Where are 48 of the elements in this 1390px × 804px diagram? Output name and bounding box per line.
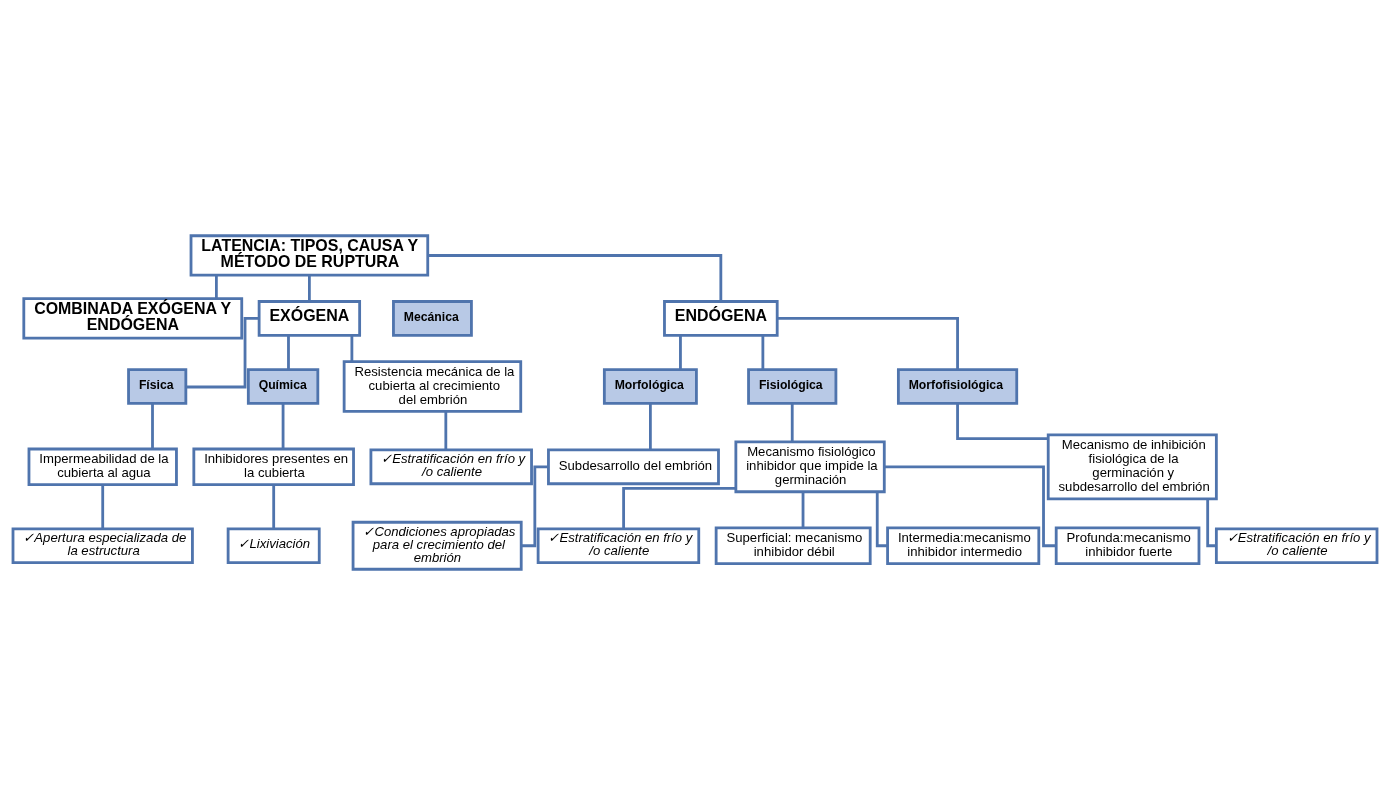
connector [427, 253, 723, 301]
node-box: Mecánica [392, 299, 473, 337]
node-box: LATENCIA: TIPOS, CAUSA Y MÉTODO DE RUPTURA [189, 233, 430, 277]
connector [444, 411, 448, 450]
connector [801, 491, 805, 528]
node-box: Física [127, 367, 188, 405]
node-box: Resistencia mecánica de la cubierta al crecimiento del embrión [342, 359, 523, 413]
connector [350, 335, 354, 362]
node-box: Intermedia:mecanismo inhibidor intermedio [886, 526, 1041, 565]
node-box: ✓Apertura especializada de la estructura [11, 526, 194, 564]
node-box: Química [246, 367, 320, 405]
connector [272, 484, 276, 529]
node-box: ENDÓGENA [663, 299, 779, 337]
connector [101, 484, 105, 529]
node-box: COMBINADA EXÓGENA Y ENDÓGENA [22, 296, 244, 340]
node-box: Subdesarrollo del embrión [547, 448, 720, 485]
connector [679, 335, 682, 370]
node-box: Mecanismo fisiológico inhibidor que impide la germinación [734, 440, 886, 493]
node-box: Morfofisiológica [896, 367, 1019, 405]
node-box: Inhibidores presentes en la cubierta [192, 447, 355, 486]
node-box: ✓Estratificación en frío y /o caliente [536, 526, 701, 564]
connector [761, 335, 765, 370]
connector [185, 316, 259, 388]
node-box: Impermeabilidad de la cubierta al agua [27, 447, 178, 486]
connector [287, 335, 290, 370]
node-box: ✓Estratificación en frío y /o caliente [369, 448, 533, 485]
node-box: ✓Condiciones apropiadas para el crecimiento del embrión [351, 520, 523, 571]
node-box: EXÓGENA [257, 299, 362, 337]
connector [214, 274, 218, 298]
node-box: Superficial: mecanismo inhibidor débil [714, 526, 872, 565]
connector [884, 464, 1056, 547]
node-box: Morfológica [602, 367, 698, 405]
connector [875, 491, 888, 547]
node-box: ✓Lixiviación [226, 526, 321, 564]
connector [956, 403, 1048, 440]
connector [307, 274, 311, 301]
connector [648, 403, 652, 450]
connector [281, 403, 285, 449]
connector [777, 316, 959, 369]
connector [521, 464, 549, 547]
node-box: ✓Estratificación en frío y /o caliente [1214, 526, 1379, 564]
connector [622, 486, 736, 529]
connector [151, 403, 154, 449]
node-box: Fisiológica [747, 367, 838, 405]
connector [790, 403, 794, 442]
node-box: Mecanismo de inhibición fisiológica de la germinación y subdesarrollo del embrión [1046, 433, 1218, 500]
node-box: Profunda:mecanismo inhibidor fuerte [1054, 526, 1201, 565]
connector [1206, 498, 1217, 547]
